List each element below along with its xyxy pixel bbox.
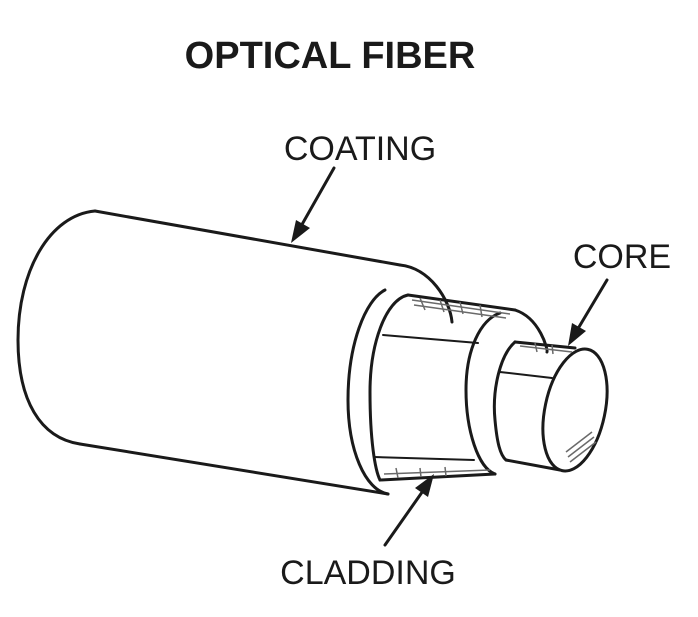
coating-arrow-icon [291,220,310,243]
coating-callout: COATING [284,130,436,243]
cladding-label: CLADDING [280,554,456,592]
core-arrow-icon [568,323,586,346]
core-callout: CORE [568,238,671,346]
cladding-callout: CLADDING [280,474,456,592]
diagram-title: OPTICAL FIBER [185,35,476,77]
coating-layer [16,209,454,496]
cladding-arrow-icon [415,474,434,497]
coating-label: COATING [284,130,436,168]
cladding-layer [368,293,549,482]
core-label: CORE [573,238,671,276]
core-layer [492,340,609,473]
